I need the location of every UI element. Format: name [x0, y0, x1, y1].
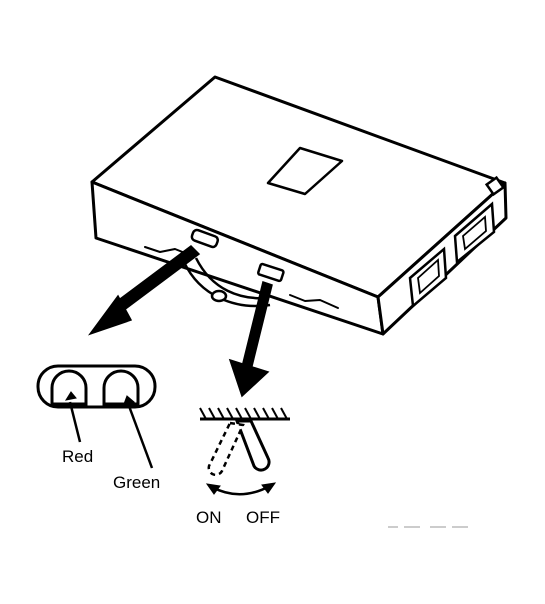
led-red — [50, 369, 88, 406]
connector-front-inner — [417, 258, 440, 295]
switch-lever-on — [207, 421, 245, 477]
label-off: OFF — [246, 508, 280, 527]
switch-window — [257, 262, 285, 283]
label-red: Red — [62, 447, 93, 466]
arrow-to-switch — [228, 281, 273, 398]
switch-base-hatching — [199, 407, 288, 420]
mounting-bolt — [210, 289, 228, 303]
switch-lever-off — [234, 419, 271, 472]
led-window — [190, 228, 220, 249]
connector-tab — [484, 175, 506, 197]
arrow-to-led — [87, 245, 201, 336]
led-indicator — [36, 364, 157, 409]
toggle-switch — [199, 407, 290, 496]
arc-arrow-left — [205, 483, 221, 495]
control-unit — [90, 75, 508, 336]
switch-swing-arc — [211, 484, 271, 496]
label-on: ON — [196, 508, 222, 527]
connector-rear-inner — [462, 215, 487, 251]
side-connectors — [408, 175, 506, 309]
unit-bottom-rim-right — [289, 294, 339, 309]
front-windows — [190, 228, 285, 283]
label-green: Green — [113, 473, 160, 492]
led-green — [102, 369, 140, 406]
unit-label-plate — [266, 146, 344, 196]
led-pointers — [64, 391, 154, 469]
arc-arrow-right — [261, 482, 277, 494]
